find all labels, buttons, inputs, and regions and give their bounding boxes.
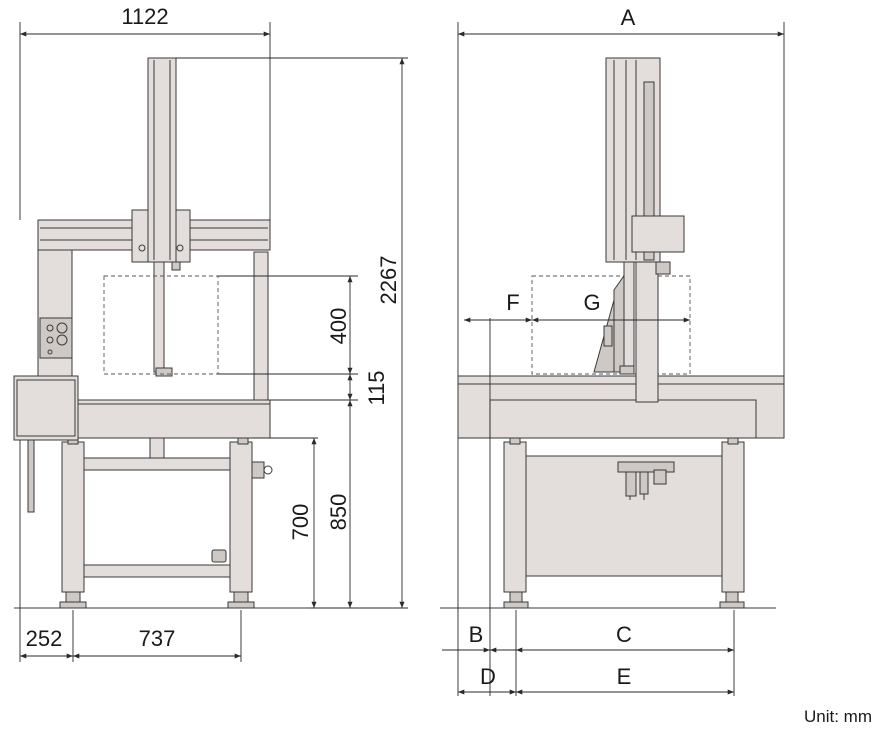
dim-b: B [469, 622, 484, 647]
dim-2267: 2267 [376, 256, 401, 305]
dim-e: E [617, 664, 632, 689]
front-right-leg [229, 441, 253, 593]
dim-252: 252 [26, 626, 63, 651]
unit-label: Unit: mm [804, 707, 872, 726]
front-view: 1122 2267 400 115 850 700 252 737 [13, 4, 408, 662]
front-left-leg [61, 441, 85, 593]
right-column [253, 251, 269, 401]
dim-c: C [616, 622, 632, 647]
side-table [457, 375, 785, 439]
z-ram [147, 57, 177, 263]
side-rear-column [635, 251, 659, 403]
dim-f: F [506, 290, 519, 315]
control-box [13, 375, 79, 441]
side-left-leg [503, 441, 527, 593]
dim-a: A [621, 5, 636, 30]
dim-g: G [583, 290, 600, 315]
measuring-range [103, 275, 219, 375]
side-carriage [631, 215, 685, 253]
dim-115: 115 [364, 370, 389, 405]
dim-1122: 1122 [121, 4, 168, 29]
dim-700: 700 [288, 504, 313, 541]
dim-850: 850 [326, 494, 351, 531]
dim-400: 400 [326, 308, 351, 345]
dim-d: D [480, 664, 496, 689]
side-measuring-range [531, 275, 691, 375]
side-right-leg [721, 441, 745, 593]
side-view: A F G B C D E [440, 5, 785, 696]
probe-shaft [153, 261, 165, 373]
dim-737: 737 [139, 626, 176, 651]
